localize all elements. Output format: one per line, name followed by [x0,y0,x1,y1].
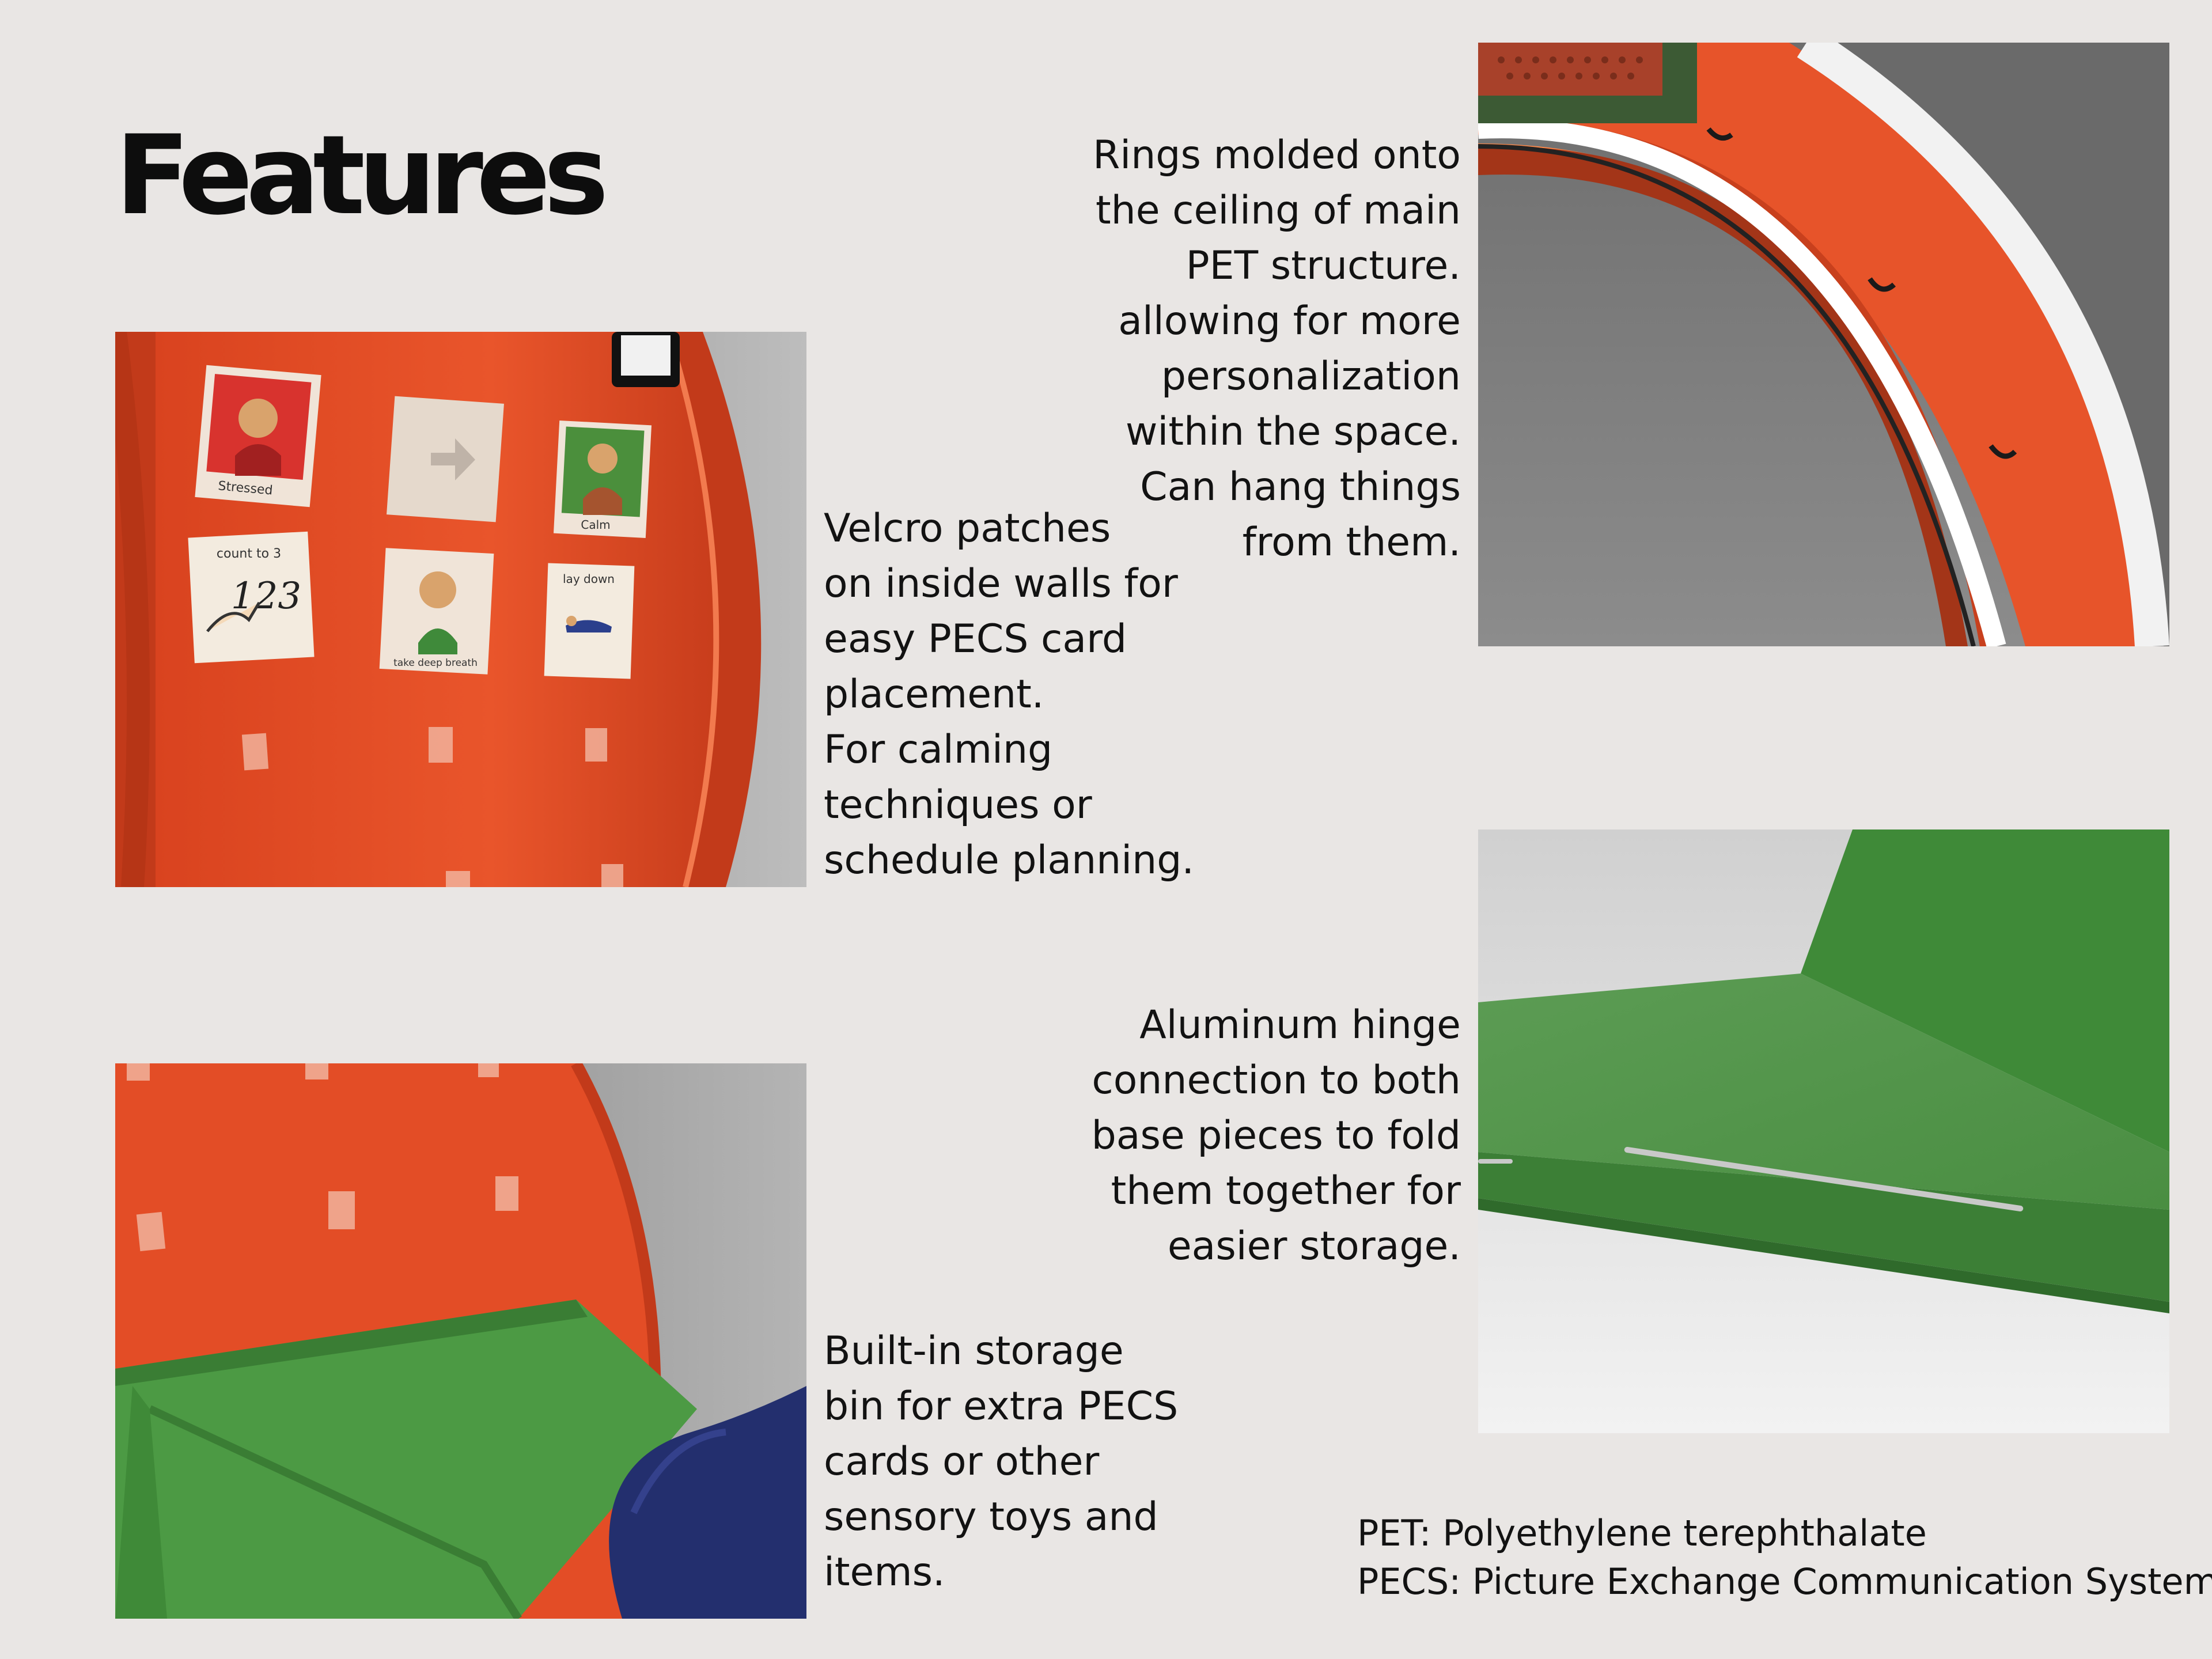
ceiling-rings-photo [1478,43,2169,646]
card-label-calm: Calm [581,518,610,532]
pecs-card-stressed: Stressed [195,365,321,507]
velcro-feature-text: Velcro patches on inside walls for easy … [824,506,1195,883]
card-label-breath: take deep breath [393,657,478,669]
velcro-patches [241,727,623,887]
storage-bin-photo [115,1063,806,1619]
card-label-lay-down: lay down [563,572,615,586]
card-label-count: count to 3 [217,547,281,561]
ceiling-ring-hooks [1706,127,2017,459]
aluminum-hinge [1624,1147,2024,1211]
hinge-photo [1478,830,2169,1433]
velcro-pecs-photo: Stressed Calm count to 3 123 take deep b… [115,332,806,887]
pecs-card-count: count to 3 123 [188,531,315,664]
abbreviation-footnotes: PET: Polyethylene terephthalate PECS: Pi… [1357,1509,2212,1606]
footnote-pecs: PECS: Picture Exchange Communication Sys… [1357,1560,2212,1603]
storage-bin [115,1300,697,1619]
page-title: Features [115,112,609,239]
footnote-pet: PET: Polyethylene terephthalate [1357,1512,1927,1554]
pecs-card-calm: Calm [553,420,652,539]
pecs-card-lay-down: lay down [544,563,635,679]
pecs-card-arrow [387,396,504,522]
hinge-feature-text: Aluminum hinge connection to both base p… [1091,1002,1461,1269]
velcro-patches-lower [127,1063,518,1252]
rings-feature-text: Rings molded onto the ceiling of main PE… [1093,132,1461,565]
pecs-card-breath: take deep breath [379,548,494,675]
storage-feature-text: Built-in storage bin for extra PECS card… [824,1328,1179,1595]
seat-cushion [609,1386,806,1619]
card-count-digits: 123 [231,575,301,618]
